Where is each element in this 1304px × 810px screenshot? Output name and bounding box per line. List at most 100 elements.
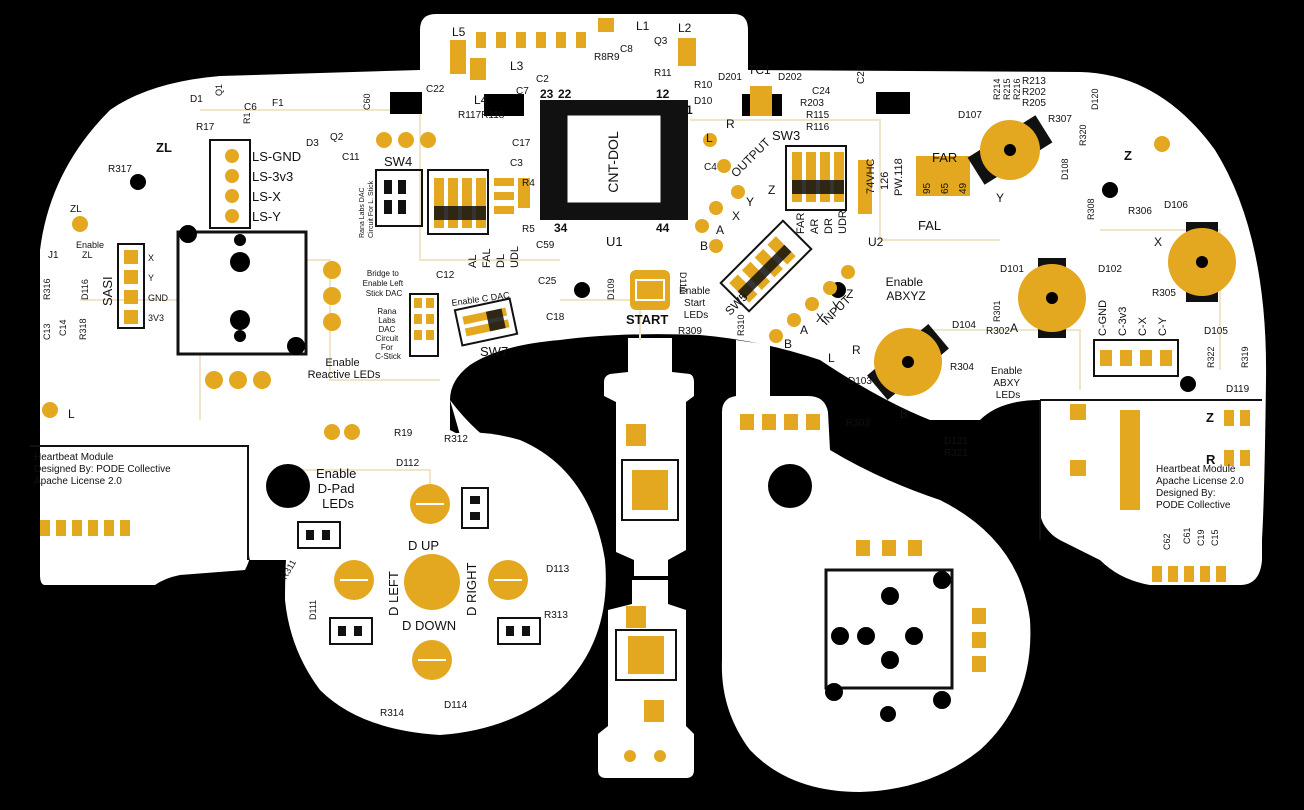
dpad-jumper xyxy=(497,617,541,645)
sw3: SW3 FAR AR DR UDR xyxy=(772,128,849,234)
dip-knob xyxy=(434,206,486,220)
ref-d101: D101 xyxy=(1000,264,1024,275)
ref-designators: L5 L1 L2 L3 L4 Q3 TC1 D201 D202 C8 R8R9 … xyxy=(42,19,1250,719)
out-pad xyxy=(695,219,709,233)
pad xyxy=(1184,566,1194,582)
heartbeat-left-outline xyxy=(30,445,249,560)
ref-r115: R115 xyxy=(806,110,830,121)
dip-slot xyxy=(448,178,458,228)
ls-pin xyxy=(225,149,239,163)
pad xyxy=(104,520,114,536)
pad xyxy=(450,40,466,74)
ls-label-y: LS-Y xyxy=(252,209,281,224)
shoulders: ZL ZL Enable ZL Z L Z R xyxy=(42,136,1250,467)
pad xyxy=(678,38,696,66)
pad xyxy=(908,540,922,556)
out-pad xyxy=(731,185,745,199)
out-btn-b: B xyxy=(700,239,708,253)
ref-r314: R314 xyxy=(380,708,404,719)
pad xyxy=(972,632,986,648)
trace xyxy=(900,329,1081,390)
dip-dr: DR xyxy=(823,218,835,234)
pad xyxy=(420,132,436,148)
sw3-slot xyxy=(806,152,816,202)
in-btn-z: Z xyxy=(846,287,853,301)
c-stick-hole xyxy=(905,627,923,645)
ref-r302: R302 xyxy=(986,326,1010,337)
pad xyxy=(253,371,271,389)
c-stick-hole xyxy=(831,627,849,645)
ref-q1: Q1 xyxy=(214,84,224,96)
in-btn-y: Y xyxy=(832,299,840,313)
pad xyxy=(972,656,986,672)
pad xyxy=(398,132,414,148)
right-r-label: R xyxy=(1206,452,1216,467)
pin-11: 11 xyxy=(680,103,693,117)
ref-d114: D114 xyxy=(444,700,468,711)
ref-r5: R5 xyxy=(522,224,535,235)
right-module xyxy=(1040,400,1262,585)
u2-line3: PW.118 xyxy=(893,158,905,196)
sw3-outline xyxy=(785,145,847,211)
ls-pin xyxy=(225,189,239,203)
heartbeat-right-text: Heartbeat Module Apache License 2.0 Desi… xyxy=(1156,464,1247,511)
pad xyxy=(1070,404,1086,420)
sasi-pin xyxy=(124,310,138,324)
z-label: Z xyxy=(1124,148,1132,163)
pad xyxy=(476,32,486,48)
ref-d111: D111 xyxy=(308,600,318,620)
pad xyxy=(426,330,434,340)
mount-hole xyxy=(1180,376,1196,392)
z-pad xyxy=(1154,136,1170,152)
ref-c23: C23 xyxy=(856,65,867,84)
ref-r4: R4 xyxy=(522,178,535,189)
dip-slot xyxy=(434,178,444,228)
c-stick-hole xyxy=(933,571,951,589)
ls-label-3v3: LS-3v3 xyxy=(252,169,293,184)
sw3-knob xyxy=(792,180,844,194)
c-header-pin xyxy=(1160,350,1172,366)
heartbeat-left-text: Heartbeat Module Designed By: PODE Colle… xyxy=(34,452,174,487)
c-dac-header xyxy=(409,293,439,357)
out-pad xyxy=(703,133,717,147)
u1-body xyxy=(564,112,664,206)
c-stick-outline xyxy=(824,568,954,690)
c-header-pin xyxy=(1140,350,1152,366)
strip-details xyxy=(615,424,679,762)
enable-dpad-leds: Enable D-Pad LEDs xyxy=(316,466,360,511)
ref-r321: R321 xyxy=(944,448,968,459)
pad xyxy=(323,313,341,331)
ref-d107: D107 xyxy=(958,110,982,121)
sasi-outline xyxy=(117,243,145,329)
ref-c4: C4 xyxy=(704,162,717,173)
ref-d120: D120 xyxy=(1090,88,1100,110)
pad xyxy=(376,132,392,148)
pad xyxy=(323,261,341,279)
start-pad-inner xyxy=(635,279,665,301)
ls-hole xyxy=(179,225,197,243)
pin-33: 33 xyxy=(540,203,554,217)
out-pad xyxy=(717,159,731,173)
ls-dip-udl: UDL xyxy=(509,246,521,268)
pad xyxy=(536,32,546,48)
ref-d202: D202 xyxy=(778,72,802,83)
ref-d102: D102 xyxy=(1098,264,1122,275)
pad xyxy=(494,192,514,200)
sw3-slot xyxy=(792,152,802,202)
pad xyxy=(88,520,98,536)
pad xyxy=(494,178,514,186)
pad xyxy=(470,496,480,504)
heartbeat-right: Heartbeat Module Apache License 2.0 Desi… xyxy=(1039,399,1262,540)
strip-pad xyxy=(654,750,666,762)
face-buttons: Y X A B C-GND C-3v3 C-X C-Y Enable AB xyxy=(867,115,1236,421)
dpad-right-label: D RIGHT xyxy=(464,563,479,617)
sw4 xyxy=(375,169,423,227)
pad xyxy=(506,626,514,636)
sw3-ref: SW3 xyxy=(772,128,800,143)
ref-r307: R307 xyxy=(1048,114,1072,125)
strip-pad xyxy=(644,700,664,722)
in-btn-r: R xyxy=(852,343,861,357)
ref-c60: C60 xyxy=(362,93,372,110)
ref-d108: D108 xyxy=(1060,158,1070,180)
ref-c19: C19 xyxy=(1196,529,1206,546)
